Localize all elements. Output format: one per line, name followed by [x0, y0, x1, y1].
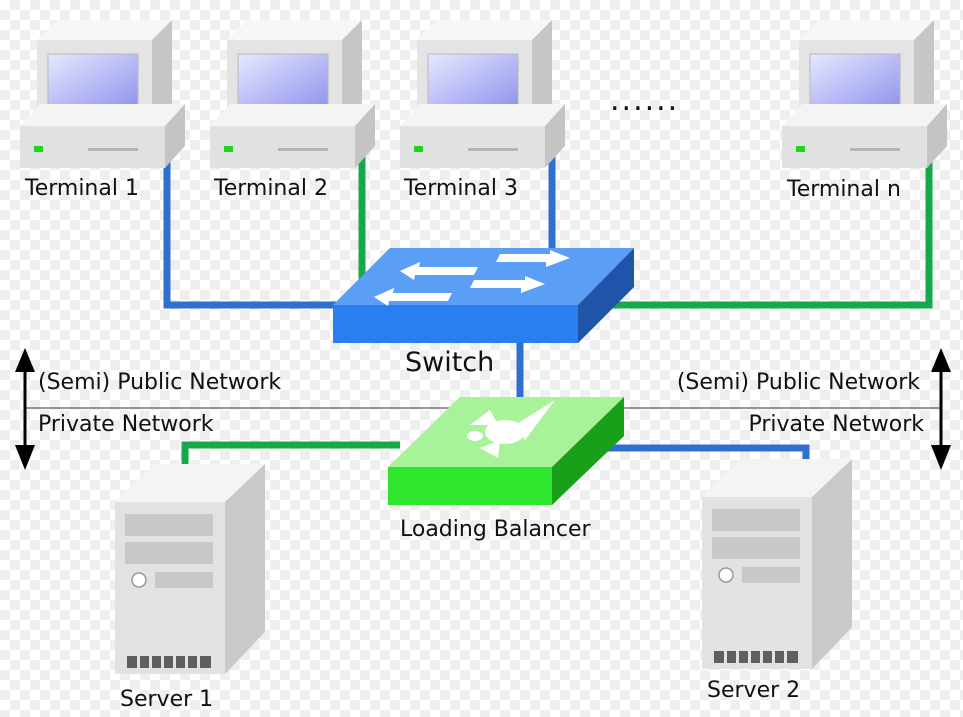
- computer-icon: [400, 20, 565, 168]
- switch-side: [578, 248, 634, 343]
- server-1-label: Server 1: [120, 687, 213, 712]
- switch-device: [333, 248, 634, 343]
- terminal-n-label: Terminal n: [786, 177, 901, 202]
- computer-icon: [210, 20, 375, 168]
- terminal-2-label: Terminal 2: [213, 176, 328, 201]
- double-arrow-left: [15, 348, 35, 470]
- terminal-n: [782, 20, 947, 168]
- server-1: [115, 464, 265, 674]
- terminal-3: [400, 20, 565, 168]
- server-2-label: Server 2: [707, 678, 800, 703]
- public-network-label-left: (Semi) Public Network: [38, 370, 281, 395]
- double-arrow-right: [931, 348, 951, 470]
- switch-label: Switch: [405, 347, 494, 378]
- switch-top: [333, 248, 634, 305]
- computer-icon: [20, 20, 185, 168]
- computer-icon: [782, 20, 947, 168]
- server-tower-icon: [115, 464, 265, 674]
- terminal-3-label: Terminal 3: [403, 176, 518, 201]
- switch-arrows-icon: [374, 250, 570, 306]
- balancer-front: [388, 467, 552, 505]
- server-2: [702, 459, 852, 669]
- switch-front: [333, 305, 578, 343]
- link-server-1-balancer: [181, 441, 400, 470]
- terminal-2: [210, 20, 375, 168]
- link-terminal-1-switch: [163, 160, 336, 309]
- private-network-label-left: Private Network: [38, 412, 214, 437]
- terminal-1: [20, 20, 185, 168]
- server-tower-icon: [702, 459, 852, 669]
- load-balancer-label: Loading Balancer: [400, 517, 592, 542]
- public-network-label-right: (Semi) Public Network: [677, 370, 920, 395]
- load-balancer-device: [388, 397, 624, 505]
- balancer-logo-icon: [467, 400, 555, 458]
- ellipsis-more-terminals: ......: [610, 83, 679, 118]
- link-terminal-n-switch: [600, 160, 933, 309]
- labels: Terminal 1 Terminal 2 Terminal 3 Termina…: [24, 83, 924, 712]
- balancer-side: [552, 397, 624, 505]
- private-network-label-right: Private Network: [748, 412, 924, 437]
- terminal-1-label: Terminal 1: [24, 176, 139, 201]
- network-boundary: [15, 348, 951, 470]
